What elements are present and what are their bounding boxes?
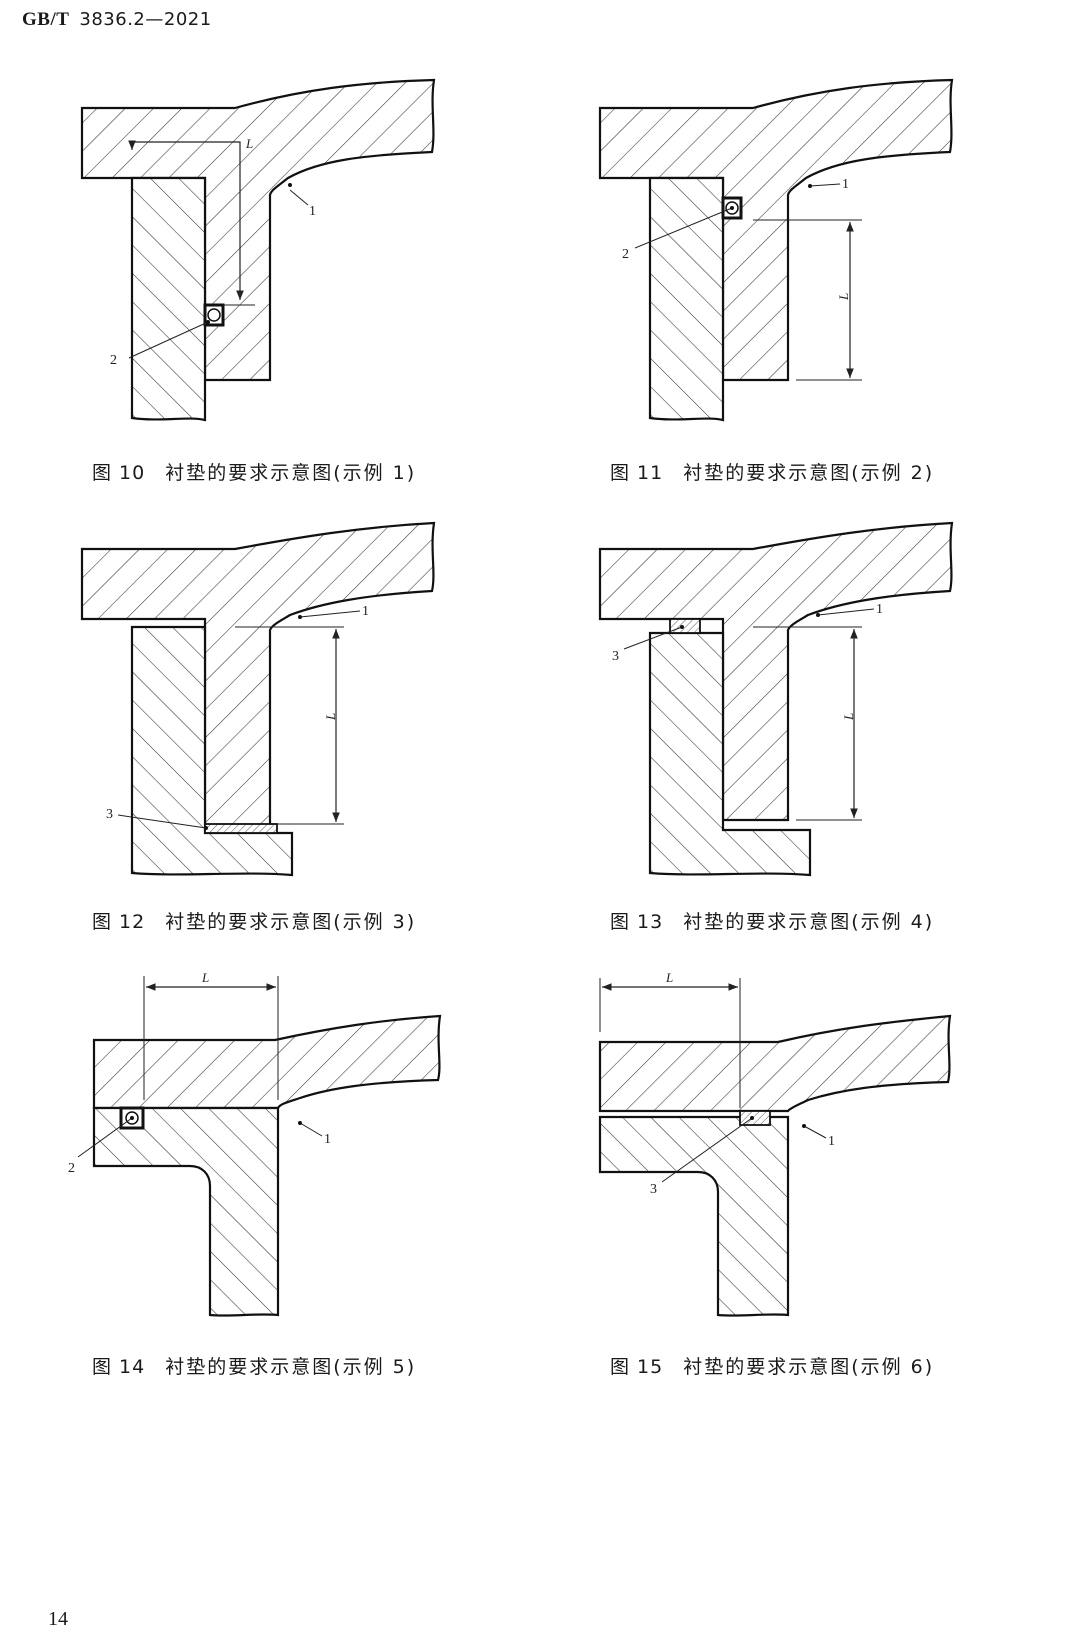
callout-3: 3 xyxy=(650,1182,657,1197)
figure-11: L 1 2 图 11 衬垫的要求示意图(示例 2) xyxy=(578,60,1058,520)
figure-15-drawing: L 1 3 xyxy=(598,970,952,1317)
cover-part xyxy=(598,521,954,822)
figure-caption: 图 11 衬垫的要求示意图(示例 2) xyxy=(610,458,934,485)
figure-number: 图 14 xyxy=(92,1356,146,1378)
dimension-label-L: L xyxy=(836,293,851,301)
callout-3: 3 xyxy=(106,807,113,822)
body-part xyxy=(130,176,207,422)
path-line-L xyxy=(128,140,244,300)
figure-number: 图 13 xyxy=(610,911,664,933)
cover-part xyxy=(92,1014,442,1110)
cover-part xyxy=(80,521,436,827)
page-number: 14 xyxy=(48,1608,68,1630)
figure-title: 衬垫的要求示意图(示例 5) xyxy=(165,1356,417,1378)
callout-2: 2 xyxy=(68,1161,75,1176)
standard-number: 3836.2—2021 xyxy=(79,9,212,30)
figure-title: 衬垫的要求示意图(示例 1) xyxy=(165,462,417,484)
callout-1: 1 xyxy=(362,604,369,619)
figure-14-drawing: L 1 2 xyxy=(68,970,442,1317)
callout-3: 3 xyxy=(612,649,619,664)
callout-2: 2 xyxy=(110,353,117,368)
figure-10-drawing: L 1 2 xyxy=(80,78,436,422)
body-part xyxy=(92,1106,280,1317)
flat-gasket xyxy=(204,823,278,834)
figure-15: L 1 3 图 15 衬垫的要求示意图(示例 6) xyxy=(578,960,1058,1420)
figure-12-drawing: L 1 3 xyxy=(80,521,436,877)
standard-code: GB/T xyxy=(22,9,70,30)
figure-caption: 图 10 衬垫的要求示意图(示例 1) xyxy=(92,458,416,485)
callout-1: 1 xyxy=(876,602,883,617)
figure-13-drawing: L 1 3 xyxy=(598,521,954,877)
dimension-label-L: L xyxy=(665,970,673,985)
figure-13: L 1 3 图 13 衬垫的要求示意图(示例 4) xyxy=(578,515,1058,975)
body-part xyxy=(130,625,294,877)
callout-1: 1 xyxy=(324,1132,331,1147)
figure-title: 衬垫的要求示意图(示例 2) xyxy=(683,462,935,484)
figure-caption: 图 13 衬垫的要求示意图(示例 4) xyxy=(610,907,934,934)
gasket-section xyxy=(725,201,739,215)
flat-gasket xyxy=(669,618,701,634)
figure-11-drawing: L 1 2 xyxy=(598,78,954,422)
callout-1: 1 xyxy=(309,204,316,219)
body-part xyxy=(648,631,812,877)
callout-1: 1 xyxy=(842,177,849,192)
figure-title: 衬垫的要求示意图(示例 3) xyxy=(165,911,417,933)
figure-title: 衬垫的要求示意图(示例 4) xyxy=(683,911,935,933)
figure-title: 衬垫的要求示意图(示例 6) xyxy=(683,1356,935,1378)
figure-caption: 图 14 衬垫的要求示意图(示例 5) xyxy=(92,1352,416,1379)
figure-10: L 1 2 图 10 衬垫的要求示意图(示例 1) xyxy=(60,60,540,520)
cover-part xyxy=(598,78,954,382)
figure-caption: 图 12 衬垫的要求示意图(示例 3) xyxy=(92,907,416,934)
gasket-section xyxy=(125,1111,139,1125)
figure-caption: 图 15 衬垫的要求示意图(示例 6) xyxy=(610,1352,934,1379)
figure-12: L 1 3 图 12 衬垫的要求示意图(示例 3) xyxy=(60,515,540,975)
gasket-section xyxy=(207,308,221,322)
callout-1: 1 xyxy=(828,1134,835,1149)
figure-number: 图 15 xyxy=(610,1356,664,1378)
body-part xyxy=(598,1115,790,1317)
callout-2: 2 xyxy=(622,247,629,262)
dimension-label-L: L xyxy=(841,713,856,721)
dimension-label-L: L xyxy=(201,970,209,985)
figure-number: 图 10 xyxy=(92,462,146,484)
figure-number: 图 11 xyxy=(610,462,664,484)
figure-14: L 1 2 图 14 衬垫的要求示意图(示例 5) xyxy=(60,960,540,1420)
cover-part xyxy=(598,1014,952,1113)
page-header: GB/T 3836.2—2021 xyxy=(22,8,212,31)
dimension-label-L: L xyxy=(245,136,253,151)
body-part xyxy=(648,176,725,422)
figure-number: 图 12 xyxy=(92,911,146,933)
dimension-label-L: L xyxy=(323,713,338,721)
